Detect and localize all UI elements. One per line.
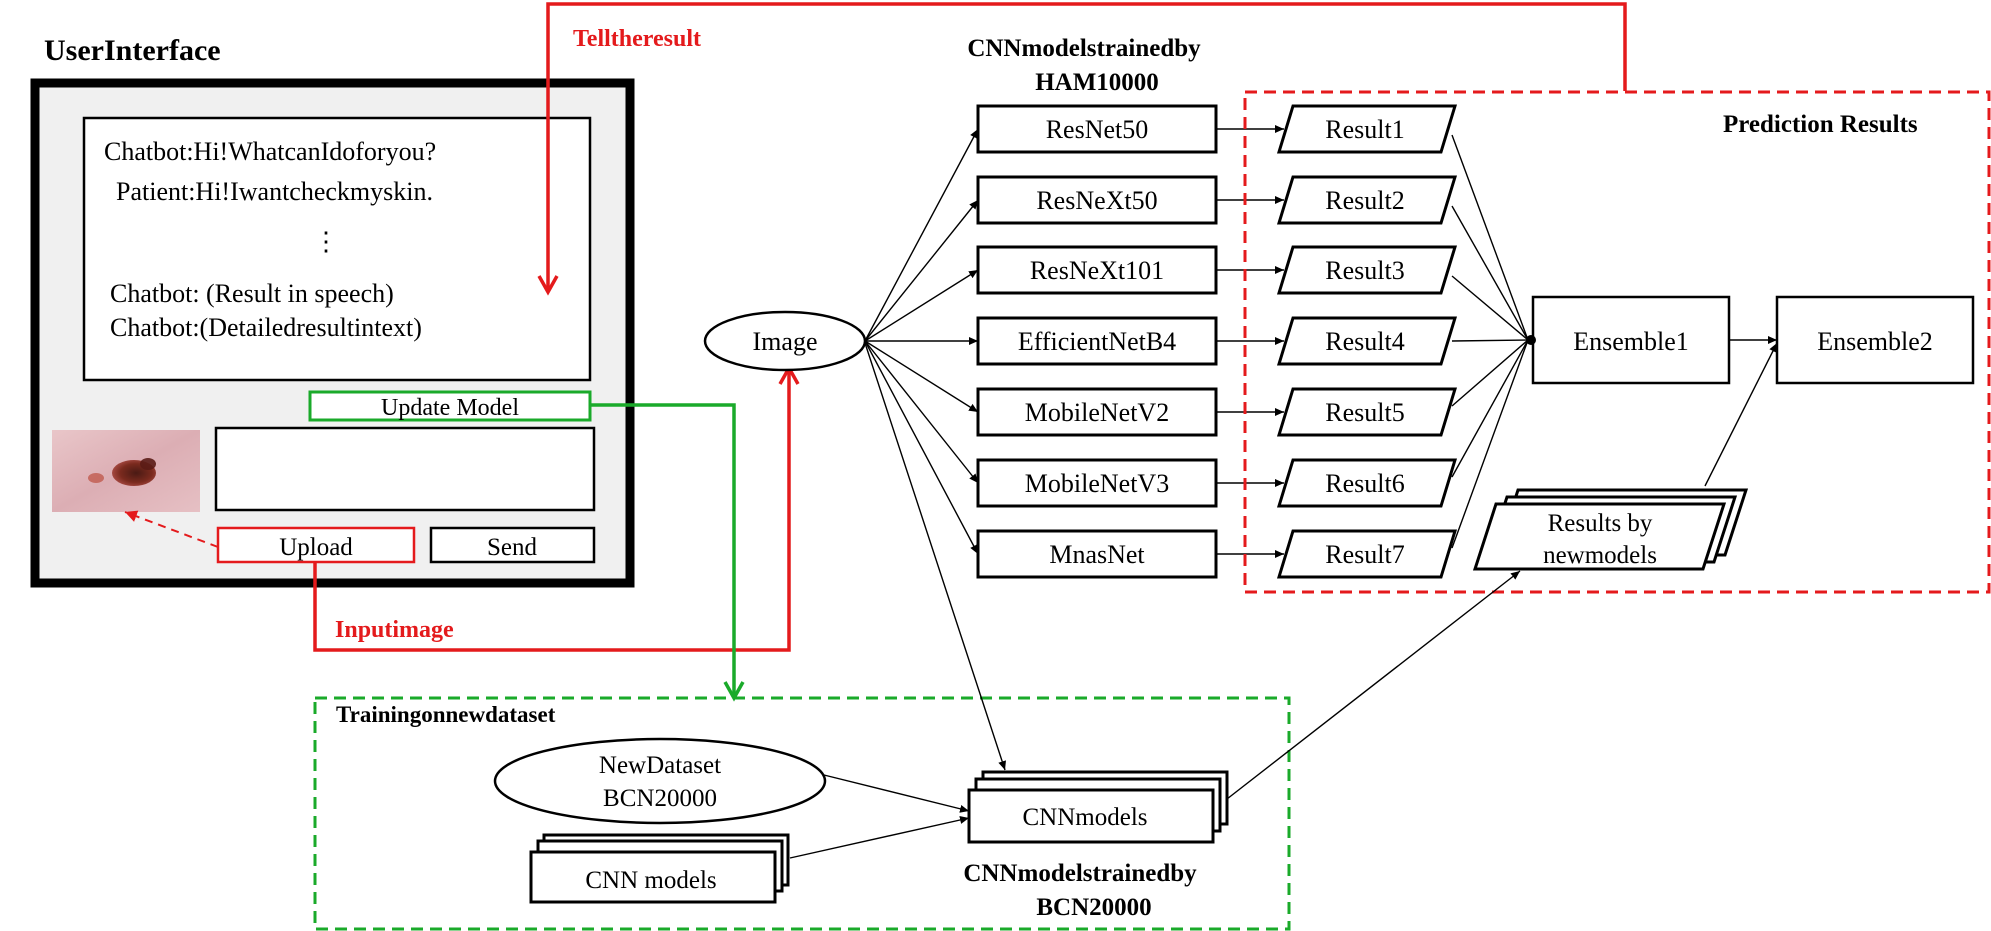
update-model-button[interactable]: Update Model xyxy=(308,390,592,422)
new-results-line2: newmodels xyxy=(1543,542,1657,569)
result-label-3: Result3 xyxy=(1325,256,1404,285)
new-dataset-line1: NewDataset xyxy=(599,752,721,779)
send-button[interactable]: Send xyxy=(429,526,596,564)
model-label-resnext101: ResNeXt101 xyxy=(1030,256,1164,285)
result-label-1: Result1 xyxy=(1325,115,1404,144)
prediction-results-title: Prediction Results xyxy=(1723,111,1918,138)
result-label-4: Result4 xyxy=(1325,327,1404,356)
model-column: ResNet50ResNeXt50ResNeXt101EfficientNetB… xyxy=(864,104,1218,579)
input-image-label: Inputimage xyxy=(335,617,454,643)
image-to-mnasnet-arrow xyxy=(864,340,979,555)
update-model-arrow xyxy=(590,403,745,702)
send-label: Send xyxy=(487,534,538,561)
result4-to-ensemble1-line xyxy=(1451,339,1529,342)
model-box-mobilenetv3 xyxy=(976,458,1218,508)
model-box-resnext101 xyxy=(976,245,1218,295)
image-to-resnext101-arrow xyxy=(864,269,979,342)
bcn-caption-line1: CNNmodelstrainedby xyxy=(963,860,1197,887)
model-label-mobilenetv3: MobileNetV3 xyxy=(1025,469,1169,498)
ensemble2-box xyxy=(1775,295,1975,385)
result-box-6 xyxy=(1276,458,1458,508)
tell-result-label: Telltheresult xyxy=(573,26,701,52)
dataset-to-cnn-arrow xyxy=(823,774,970,813)
ui-title: UserInterface xyxy=(44,34,221,67)
update-model-label: Update Model xyxy=(381,395,519,421)
result-box-5 xyxy=(1276,387,1458,437)
cnn-models-input-label: CNN models xyxy=(585,867,716,894)
chat-line-text: Chatbot:(Detailedresultintext) xyxy=(110,313,422,342)
image-node-label: Image xyxy=(753,327,818,356)
upload-to-thumbnail-arrow xyxy=(124,510,219,548)
cnn-models-output-label: CNNmodels xyxy=(1023,804,1148,831)
ensemble2-label: Ensemble2 xyxy=(1817,327,1933,356)
prediction-results-region xyxy=(1243,90,1991,594)
new-results-line1: Results by xyxy=(1548,510,1653,537)
image-to-resnext50-arrow xyxy=(864,199,979,342)
ensemble1-label: Ensemble1 xyxy=(1573,327,1689,356)
ham-caption-line2: HAM10000 xyxy=(1035,69,1159,96)
ham-caption-line1: CNNmodelstrainedby xyxy=(967,35,1201,62)
result-box-1 xyxy=(1276,104,1458,154)
result-label-7: Result7 xyxy=(1325,540,1404,569)
upload-button[interactable]: Upload xyxy=(216,526,416,564)
model-box-mnasnet xyxy=(976,529,1218,579)
image-to-mobilenetv2-arrow xyxy=(864,340,979,413)
cnn-output-to-new-results-arrow xyxy=(1226,570,1521,800)
skin-image-thumbnail xyxy=(52,430,200,512)
model-label-mobilenetv2: MobileNetV2 xyxy=(1025,398,1169,427)
chat-line-bot-greeting: Chatbot:Hi!WhatcanIdoforyou? xyxy=(104,137,436,166)
tell-result-arrow xyxy=(537,2,1627,296)
new-dataset-node xyxy=(493,737,827,825)
chat-line-speech: Chatbot: (Result in speech) xyxy=(110,279,394,308)
result1-to-ensemble1-line xyxy=(1451,134,1529,341)
model-label-resnet50: ResNet50 xyxy=(1046,115,1149,144)
message-input[interactable] xyxy=(214,426,596,512)
chat-line-patient: Patient:Hi!Iwantcheckmyskin. xyxy=(116,177,433,206)
result3-to-ensemble1-line xyxy=(1451,275,1529,341)
chat-log xyxy=(82,116,592,382)
result-box-2 xyxy=(1276,175,1458,225)
new-dataset-line2: BCN20000 xyxy=(603,785,717,812)
cnn-models-output-stack: CNNmodels xyxy=(967,770,1229,844)
ensemble1-box xyxy=(1531,295,1731,385)
cnn-input-to-cnn-output-arrow xyxy=(789,816,970,859)
ensemble1-join-dot xyxy=(1526,335,1536,345)
upload-label: Upload xyxy=(279,534,353,561)
result-box-7 xyxy=(1276,529,1458,579)
model-box-mobilenetv2 xyxy=(976,387,1218,437)
image-to-resnet50-arrow xyxy=(864,128,979,342)
result-label-6: Result6 xyxy=(1325,469,1404,498)
chat-ellipsis: ⋮ xyxy=(313,227,339,256)
result2-to-ensemble1-line xyxy=(1451,205,1529,341)
result-label-2: Result2 xyxy=(1325,186,1404,215)
image-to-mobilenetv3-arrow xyxy=(864,340,979,484)
training-title: Trainingonnewdataset xyxy=(336,702,556,727)
model-label-resnext50: ResNeXt50 xyxy=(1036,186,1157,215)
bcn-caption-line2: BCN20000 xyxy=(1036,894,1151,921)
result6-to-ensemble1-line xyxy=(1451,339,1529,478)
result-column: Result1Result2Result3Result4Result5Resul… xyxy=(1216,104,1529,579)
result5-to-ensemble1-line xyxy=(1451,339,1529,407)
cnn-models-input-stack: CNN models xyxy=(529,833,790,904)
new-results-to-ensemble2-arrow xyxy=(1704,342,1778,487)
image-to-cnn-output-arrow xyxy=(864,342,1006,771)
input-image-arrow xyxy=(313,364,800,652)
model-label-efficientnetb4: EfficientNetB4 xyxy=(1018,327,1176,356)
training-region xyxy=(313,696,1291,931)
model-label-mnasnet: MnasNet xyxy=(1049,540,1145,569)
new-model-results-stack: Results by newmodels xyxy=(1472,488,1749,571)
result7-to-ensemble1-line xyxy=(1451,339,1529,549)
result-box-3 xyxy=(1276,245,1458,295)
result-label-5: Result5 xyxy=(1325,398,1404,427)
result-box-4 xyxy=(1276,316,1458,366)
